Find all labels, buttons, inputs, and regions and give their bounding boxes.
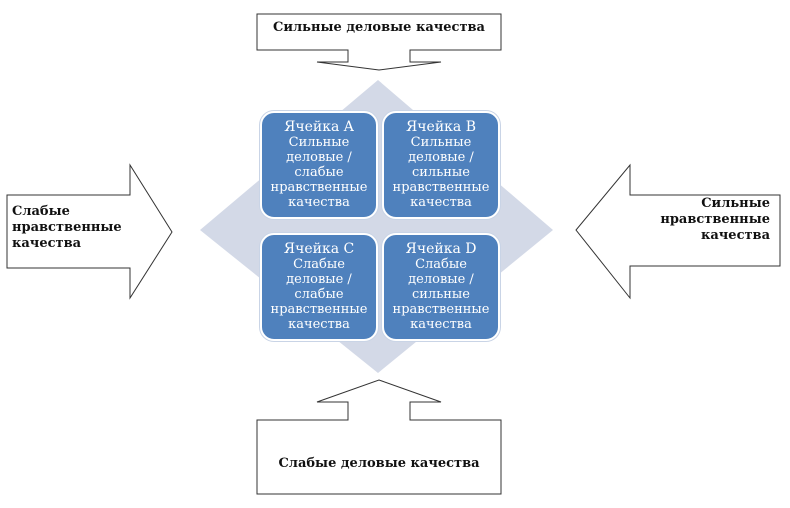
cell-c: Ячейка C Слабые деловые / слабые нравств…	[260, 233, 378, 341]
cell-a: Ячейка A Сильные деловые / слабые нравст…	[260, 111, 378, 219]
cell-c-title: Ячейка C	[283, 241, 355, 257]
right-arrow-label: Сильные нравственные качества	[660, 196, 770, 243]
cell-b-text: Сильные деловые / сильные нравственные к…	[392, 135, 490, 210]
cell-a-text: Сильные деловые / слабые нравственные ка…	[270, 135, 368, 210]
cell-d-text: Слабые деловые / сильные нравственные ка…	[392, 257, 490, 332]
cell-a-title: Ячейка A	[284, 119, 354, 135]
cell-b-title: Ячейка B	[405, 119, 476, 135]
left-arrow	[6, 163, 173, 300]
top-arrow-label: Сильные деловые качества	[273, 20, 485, 35]
top-arrow	[256, 13, 502, 71]
left-arrow-label: Слабые нравственные качества	[12, 204, 122, 251]
cell-c-text: Слабые деловые / слабые нравственные кач…	[270, 257, 368, 332]
cell-d: Ячейка D Слабые деловые / сильные нравст…	[382, 233, 500, 341]
cell-b: Ячейка B Сильные деловые / сильные нравс…	[382, 111, 500, 219]
cell-d-title: Ячейка D	[405, 241, 477, 257]
bottom-arrow	[256, 379, 502, 495]
bottom-arrow-label: Слабые деловые качества	[278, 456, 480, 471]
right-arrow	[575, 163, 781, 300]
